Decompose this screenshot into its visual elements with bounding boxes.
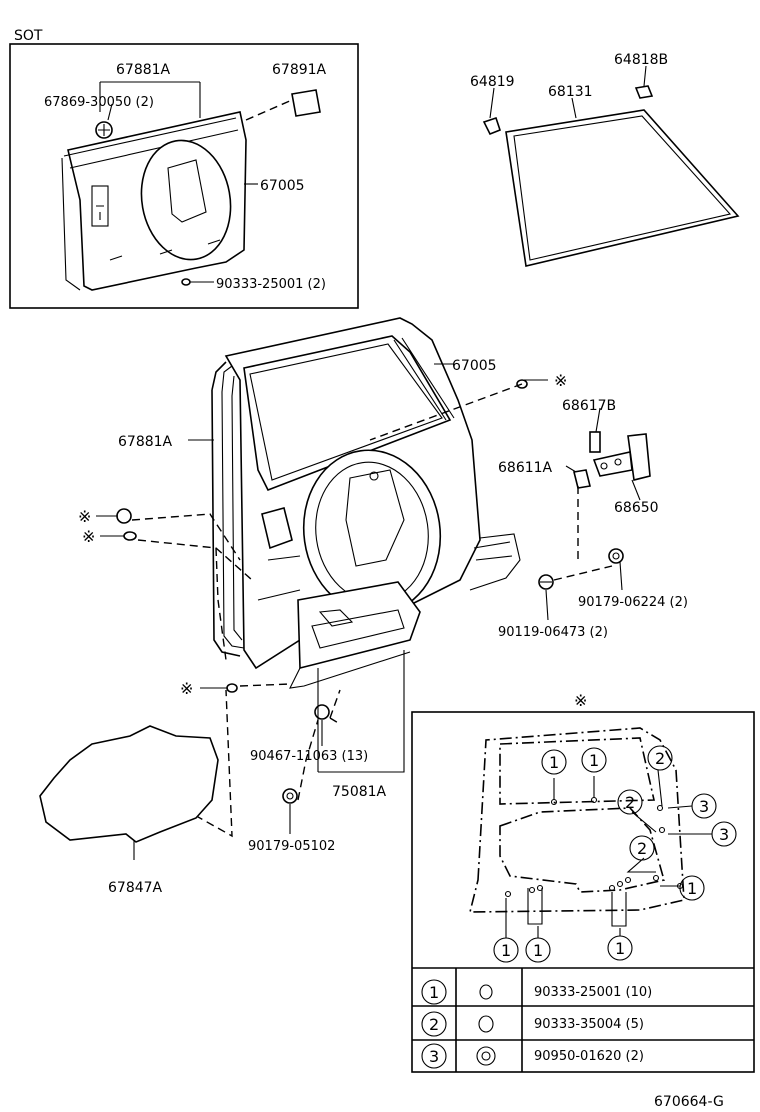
- weatherstrip-67881A: [211, 361, 241, 657]
- callout-1-f: 1: [615, 939, 625, 958]
- sot-inset: SOT 67881A 67891A 67869-30050 (2) 67005 …: [9, 28, 359, 309]
- clip-64818B: [634, 85, 654, 99]
- callout-1-b: 1: [589, 751, 599, 770]
- label-75081A: 75081A: [332, 784, 387, 800]
- label-68617B: 68617B: [562, 398, 616, 414]
- label-67847A: 67847A: [108, 880, 163, 896]
- callout-1-c: 1: [687, 879, 697, 898]
- inset-callouts: 1 1 2 2 2 3 3 1 1 1 1: [493, 745, 737, 963]
- label-67881A-top: 67881A: [116, 62, 171, 78]
- label-64819: 64819: [470, 74, 515, 90]
- clip-64819: [482, 116, 501, 136]
- label-67869: 67869-30050 (2): [44, 95, 154, 110]
- bolt-left: [116, 508, 132, 524]
- ref-mark-left-1: ※: [78, 507, 91, 526]
- clip-location-inset: ※ 1 1 2 2 2: [411, 691, 755, 1073]
- callout-1-e: 1: [533, 941, 543, 960]
- inset-frame: [9, 43, 359, 309]
- label-90119: 90119-06473 (2): [498, 625, 608, 640]
- bumper-67891A: [291, 89, 321, 117]
- bracket-68611A: [573, 469, 591, 489]
- label-67005-top: 67005: [260, 178, 305, 194]
- callout-2-c: 2: [637, 839, 647, 858]
- clip-90333-inset: [181, 278, 191, 286]
- clip-90179-06224: [608, 548, 624, 564]
- label-90467: 90467-11063 (13): [250, 749, 368, 764]
- diagram-code: 670664-G: [654, 1094, 724, 1110]
- back-glass-68131: [505, 109, 740, 267]
- legend-part-2: 90333-35004 (5): [534, 1017, 644, 1032]
- clip-lower-left: [226, 683, 238, 693]
- callout-1-a: 1: [549, 753, 559, 772]
- handle-recess: [261, 507, 293, 550]
- label-68650: 68650: [614, 500, 659, 516]
- pin-68617B: [589, 431, 601, 453]
- callout-2-a: 2: [625, 793, 635, 812]
- label-90179-05102: 90179-05102: [248, 839, 335, 854]
- callout-3-b: 3: [719, 825, 729, 844]
- callout-2-b: 2: [655, 749, 665, 768]
- inset-tag: SOT: [14, 28, 43, 44]
- legend-part-1: 90333-25001 (10): [534, 985, 652, 1000]
- clip-inset-frame: [411, 711, 755, 1073]
- callout-1-d: 1: [501, 941, 511, 960]
- spare-tire-cutout-inset: [140, 139, 232, 261]
- label-67881A-main: 67881A: [118, 434, 173, 450]
- clip-90467: [314, 704, 330, 720]
- ref-mark-upper: ※: [554, 371, 567, 390]
- legend-num-3: 3: [429, 1047, 439, 1066]
- legend-num-1: 1: [429, 983, 439, 1002]
- back-door-group: 67005 67881A ※ 68617B 68611A 68650 90179…: [39, 317, 688, 896]
- clip-points: [504, 796, 684, 898]
- label-67005-main: 67005: [452, 358, 497, 374]
- label-68131: 68131: [548, 84, 593, 100]
- ref-mark-lower: ※: [180, 679, 193, 698]
- legend-num-2: 2: [429, 1015, 439, 1034]
- hole-cover-67847A: [39, 725, 219, 843]
- ref-mark-left-2: ※: [82, 527, 95, 546]
- callout-3-a: 3: [699, 797, 709, 816]
- clip-left: [123, 531, 137, 541]
- ref-mark-inset: ※: [574, 691, 587, 710]
- label-90179-06224: 90179-06224 (2): [578, 595, 688, 610]
- back-glass-group: 64819 68131 64818B: [470, 52, 740, 267]
- label-68611A: 68611A: [498, 460, 553, 476]
- label-67891A: 67891A: [272, 62, 327, 78]
- label-64818B: 64818B: [614, 52, 668, 68]
- clip-90179-05102: [282, 788, 298, 804]
- clip-legend-table: 1 90333-25001 (10) 2 90333-35004 (5) 3 9…: [412, 967, 754, 1072]
- label-90333-top: 90333-25001 (2): [216, 277, 326, 292]
- door-window-opening: [243, 335, 452, 492]
- legend-part-3: 90950-01620 (2): [534, 1049, 644, 1064]
